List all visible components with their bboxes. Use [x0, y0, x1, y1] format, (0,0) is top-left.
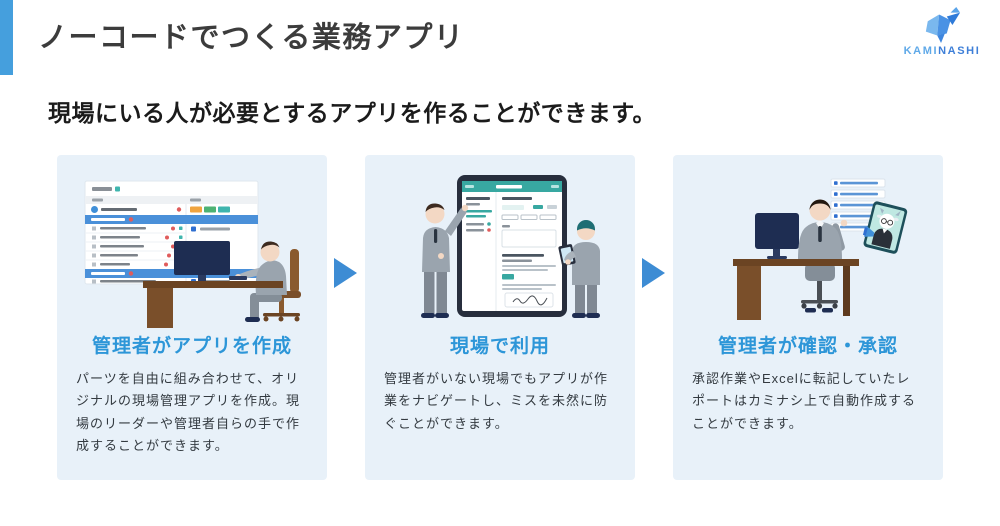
step-description: パーツを自由に組み合わせて、オリジナルの現場管理アプリを作成。現場のリーダーや管… — [76, 371, 301, 454]
seated-admin-front — [798, 199, 848, 259]
arrow-gap — [635, 155, 673, 480]
chair-under-desk — [801, 263, 838, 313]
kaminashi-goat-icon — [925, 6, 961, 44]
kaminashi-logo-text: KAMINASHI — [903, 45, 981, 57]
arrow-right-icon — [642, 258, 665, 288]
steps-row: 管理者がアプリを作成 パーツを自由に組み合わせて、オリジナルの現場管理アプリを作… — [57, 155, 943, 480]
step-heading: 管理者がアプリを作成 — [91, 336, 292, 357]
step-panel-use: 現場で利用 管理者がいない現場でもアプリが作業をナビゲートし、ミスを未然に防ぐこ… — [365, 155, 635, 480]
illustration-admin-reviewing — [733, 178, 908, 320]
arrow-gap — [327, 155, 365, 480]
arrow-right-icon — [334, 258, 357, 288]
step-description: 管理者がいない現場でもアプリが作業をナビゲートし、ミスを未然に防ぐことができます… — [384, 371, 609, 431]
desktop-monitor — [174, 241, 247, 281]
step-description: 承認作業やExcelに転記していたレポートはカミナシ上で自動作成することができま… — [692, 371, 917, 431]
illustration-workers-using-tablet — [421, 175, 600, 318]
step-panel-create: 管理者がアプリを作成 パーツを自由に組み合わせて、オリジナルの現場管理アプリを作… — [57, 155, 327, 480]
step-panel-approve: 管理者が確認・承認 承認作業やExcelに転記していたレポートはカミナシ上で自動… — [673, 155, 943, 480]
large-tablet-app — [457, 175, 567, 317]
title-accent-bar — [0, 0, 13, 75]
page-title: ノーコードでつくる業務アプリ — [38, 22, 465, 54]
step-heading: 管理者が確認・承認 — [717, 336, 898, 357]
kaminashi-logo: KAMINASHI — [896, 6, 988, 57]
worker-with-handheld-tablet — [558, 220, 600, 318]
step-heading: 現場で利用 — [449, 336, 550, 357]
back-of-monitor — [755, 213, 799, 259]
app-builder-screenshot — [84, 180, 259, 285]
desk-front — [733, 259, 859, 320]
pointing-worker — [421, 203, 469, 318]
desk — [143, 281, 283, 328]
illustration-admin-building-app — [84, 180, 301, 328]
tablet-with-goat-mascot — [862, 201, 908, 254]
subtitle: 現場にいる人が必要とするアプリを作ることができます。 — [48, 100, 657, 126]
